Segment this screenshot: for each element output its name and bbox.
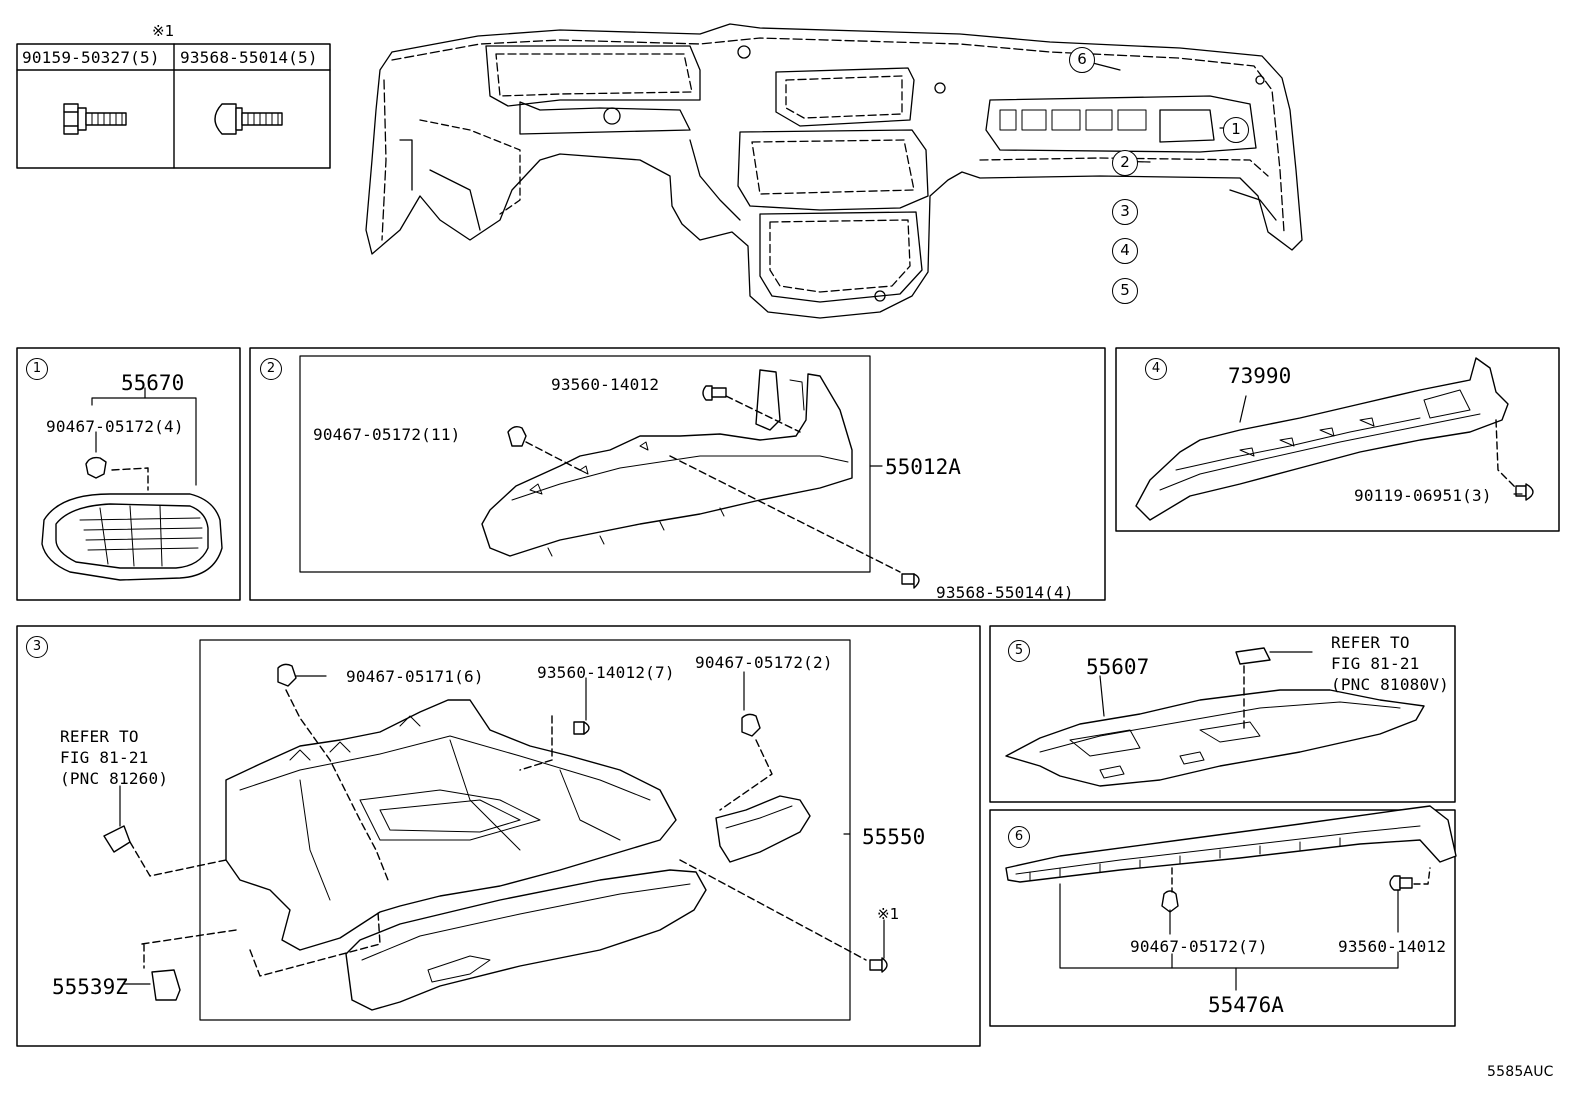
bolt-table-part-2: 93568-55014(5) bbox=[180, 48, 318, 67]
part-55670[interactable]: 55670 bbox=[121, 371, 185, 395]
instrument-panel-outline bbox=[365, 23, 1303, 319]
round-head-bolt-icon bbox=[214, 103, 283, 135]
callout-1[interactable]: 1 bbox=[1223, 117, 1249, 143]
diagram-code: 5585AUC bbox=[1487, 1064, 1554, 1080]
section-3-mark: ※1 bbox=[877, 905, 900, 923]
callout-4[interactable]: 4 bbox=[1112, 238, 1138, 264]
part-93560-14012-7[interactable]: 93560-14012(7) bbox=[537, 663, 675, 682]
refer-note-line-1: REFER TO bbox=[60, 727, 139, 746]
bolt-icon bbox=[901, 573, 920, 589]
part-55012A[interactable]: 55012A bbox=[885, 455, 961, 479]
part-93568-55014-4[interactable]: 93568-55014(4) bbox=[936, 583, 1074, 602]
section-1-box bbox=[16, 347, 241, 601]
callout-6[interactable]: 6 bbox=[1069, 47, 1095, 73]
part-55607[interactable]: 55607 bbox=[1086, 655, 1150, 679]
part-90119-06951-3[interactable]: 90119-06951(3) bbox=[1354, 486, 1492, 505]
section-4-number: 4 bbox=[1145, 358, 1167, 380]
bolt-table-part-1: 90159-50327(5) bbox=[22, 48, 160, 67]
part-73990[interactable]: 73990 bbox=[1228, 364, 1292, 388]
section-3-number: 3 bbox=[26, 636, 48, 658]
part-93560-14012[interactable]: 93560-14012 bbox=[1338, 937, 1447, 956]
bolt-icon bbox=[1515, 483, 1534, 501]
section-1-number: 1 bbox=[26, 358, 48, 380]
part-55476A[interactable]: 55476A bbox=[1208, 993, 1284, 1017]
refer-note-line-2: FIG 81-21 bbox=[60, 748, 149, 767]
section-2-number: 2 bbox=[260, 358, 282, 380]
bolt-table bbox=[16, 43, 331, 169]
refer-note-line-2: FIG 81-21 bbox=[1331, 654, 1420, 673]
callout-2[interactable]: 2 bbox=[1112, 150, 1138, 176]
part-55539Z[interactable]: 55539Z bbox=[52, 975, 128, 999]
main-callout-leaders bbox=[1080, 59, 1243, 163]
part-90467-05171-6[interactable]: 90467-05171(6) bbox=[346, 667, 484, 686]
screw-icon bbox=[1389, 875, 1413, 891]
section-5-number: 5 bbox=[1008, 640, 1030, 662]
part-55550[interactable]: 55550 bbox=[862, 825, 926, 849]
screw-icon bbox=[573, 721, 590, 735]
part-90467-05172-11[interactable]: 90467-05172(11) bbox=[313, 425, 461, 444]
bolt-table-mark: ※1 bbox=[152, 22, 175, 40]
refer-note-line-3[interactable]: (PNC 81260) bbox=[60, 769, 169, 788]
refer-note-line-1: REFER TO bbox=[1331, 633, 1410, 652]
part-90467-05172-2[interactable]: 90467-05172(2) bbox=[695, 653, 833, 672]
callout-5[interactable]: 5 bbox=[1112, 278, 1138, 304]
part-90467-05172-7[interactable]: 90467-05172(7) bbox=[1130, 937, 1268, 956]
section-5-box bbox=[989, 625, 1456, 803]
bolt-icon bbox=[869, 957, 888, 973]
refer-note-line-3[interactable]: (PNC 81080V) bbox=[1331, 675, 1449, 694]
hex-flange-bolt-icon bbox=[63, 103, 127, 135]
part-90467-05172-4[interactable]: 90467-05172(4) bbox=[46, 417, 184, 436]
section-2-box bbox=[249, 347, 1106, 601]
section-3-box bbox=[16, 625, 981, 1047]
section-6-number: 6 bbox=[1008, 826, 1030, 848]
section-6-box bbox=[989, 805, 1457, 1027]
part-93560-14012[interactable]: 93560-14012 bbox=[551, 375, 660, 394]
section-4-box bbox=[1115, 347, 1560, 532]
callout-3[interactable]: 3 bbox=[1112, 199, 1138, 225]
screw-icon bbox=[702, 385, 727, 401]
